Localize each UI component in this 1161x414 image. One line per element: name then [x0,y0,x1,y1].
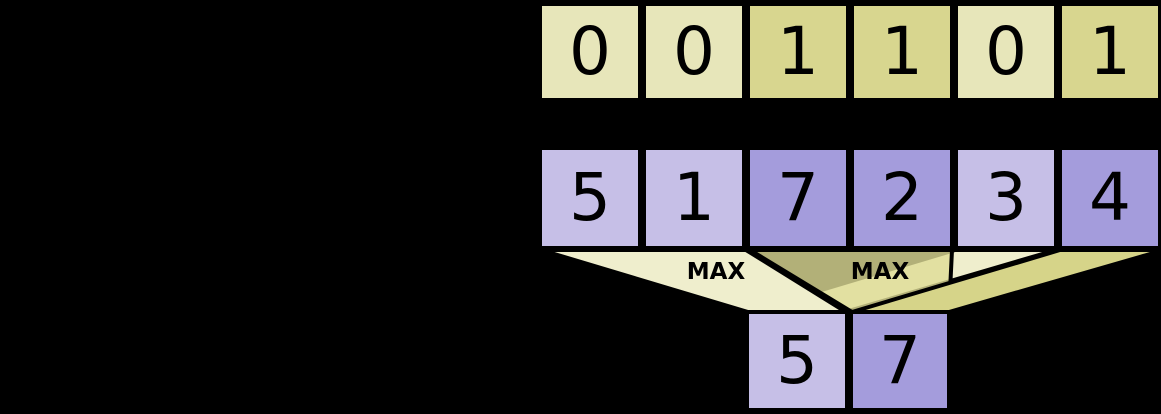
mask-cell-5: 0 [954,2,1058,102]
mask-cell-4: 1 [850,2,954,102]
mask-cell-3: 1 [746,2,850,102]
max-operator-left: MAX [687,259,746,285]
output-cell-2: 7 [849,310,951,412]
value-cell-2: 1 [642,146,746,250]
mask-cell-6: 1 [1058,2,1161,102]
value-cell-4: 2 [850,146,954,250]
value-cell-3: 7 [746,146,850,250]
mask-cell-1: 0 [538,2,642,102]
value-cell-6: 4 [1058,146,1161,250]
mask-cell-2: 0 [642,2,746,102]
max-operator-right: MAX [851,259,910,285]
value-cell-1: 5 [538,146,642,250]
output-cell-1: 5 [745,310,849,412]
mask-row: 0 0 1 1 0 1 [538,2,1161,102]
values-row: 5 1 7 2 3 4 [538,146,1161,250]
output-row: 5 7 [745,310,951,412]
value-cell-5: 3 [954,146,1058,250]
